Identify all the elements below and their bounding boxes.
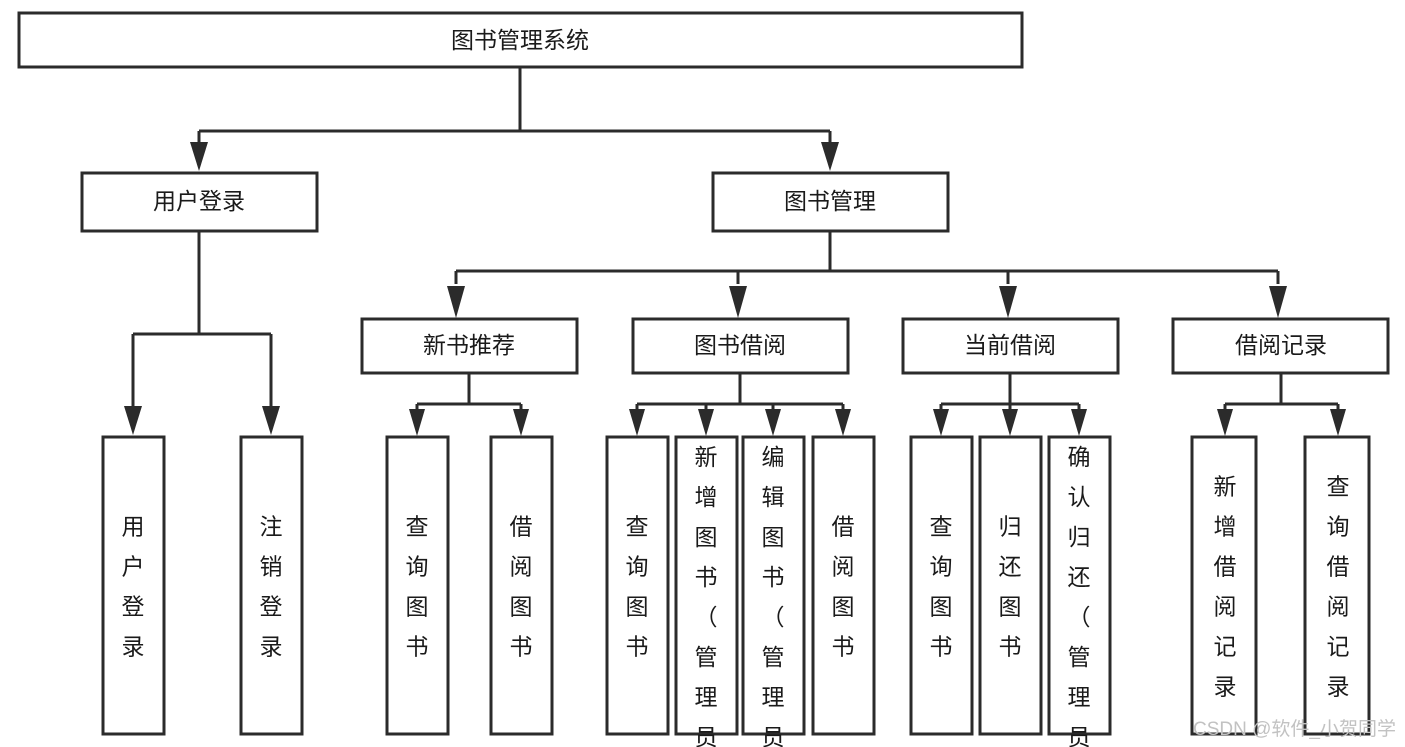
node-new-book-rec-box[interactable] xyxy=(360,317,579,375)
leaf-borrow-book-2-label: 借阅图书 xyxy=(832,513,855,659)
leaf-borrow-book-1-box[interactable] xyxy=(489,435,554,736)
node-root-box[interactable] xyxy=(17,11,1024,69)
leaf-borrow-book-1-label: 借阅图书 xyxy=(510,513,533,659)
leaf-add-book[interactable]: 新增图书（管理员） xyxy=(674,435,739,747)
leaf-edit-book[interactable]: 编辑图书（管理员） xyxy=(741,435,806,747)
arrowhead-leaf-borrow-book-2 xyxy=(835,409,851,436)
connectors-layer xyxy=(124,68,1346,436)
node-user-login[interactable]: 用户登录 xyxy=(80,171,319,233)
arrowhead-leaf-query-book-1 xyxy=(409,409,425,436)
leaf-query-book-3[interactable]: 查询图书 xyxy=(909,435,974,736)
leaf-add-record-box[interactable] xyxy=(1190,435,1258,736)
arrowhead-leaf-return-book xyxy=(1002,409,1018,436)
leaf-query-book-1[interactable]: 查询图书 xyxy=(385,435,450,736)
csdn-watermark: CSDN @软件_小贺同学 xyxy=(1193,718,1396,740)
node-current-borrow-box[interactable] xyxy=(901,317,1120,375)
leaf-add-record[interactable]: 新增借阅记录 xyxy=(1190,435,1258,736)
leaf-confirm-return[interactable]: 确认归还（管理员） xyxy=(1047,435,1112,747)
leaf-query-book-3-label: 查询图书 xyxy=(930,513,953,659)
leaf-return-book-label: 归还图书 xyxy=(999,513,1022,659)
leaf-query-record-box[interactable] xyxy=(1303,435,1371,736)
leaf-query-book-2[interactable]: 查询图书 xyxy=(605,435,670,736)
leaf-return-book-box[interactable] xyxy=(978,435,1043,736)
leaf-confirm-return-label: 确认归还（管理员） xyxy=(1068,444,1091,747)
node-root[interactable]: 图书管理系统 xyxy=(17,11,1024,69)
leaf-add-book-label: 新增图书（管理员） xyxy=(695,444,718,747)
arrowhead-leaf-add-record xyxy=(1217,409,1233,436)
arrowhead-leaf-add-book xyxy=(698,409,714,436)
node-new-book-rec[interactable]: 新书推荐 xyxy=(360,317,579,375)
arrowhead-leaf-user-logout xyxy=(262,406,280,435)
leaf-query-record[interactable]: 查询借阅记录 xyxy=(1303,435,1371,736)
node-user-login-label: 用户登录 xyxy=(153,188,245,214)
leaf-query-book-2-box[interactable] xyxy=(605,435,670,736)
arrowhead-leaf-user-login xyxy=(124,406,142,435)
leaf-edit-book-box[interactable] xyxy=(741,435,806,736)
leaf-query-book-3-box[interactable] xyxy=(909,435,974,736)
arrowhead-leaf-borrow-book-1 xyxy=(513,409,529,436)
leaf-query-book-1-label: 查询图书 xyxy=(406,513,429,659)
leaf-confirm-return-box[interactable] xyxy=(1047,435,1112,736)
leaf-user-logout[interactable]: 注销登录 xyxy=(239,435,304,736)
arrowhead-leaf-query-book-2 xyxy=(629,409,645,436)
leaf-user-login-box[interactable] xyxy=(101,435,166,736)
node-root-label: 图书管理系统 xyxy=(451,27,589,53)
leaf-query-record-label: 查询借阅记录 xyxy=(1327,473,1350,699)
arrowhead-book-borrow xyxy=(729,286,747,318)
leaf-user-login-label: 用户登录 xyxy=(122,513,145,659)
arrowhead-book-manage xyxy=(821,142,839,171)
leaf-add-record-label: 新增借阅记录 xyxy=(1214,473,1237,699)
arrowhead-new-book-rec xyxy=(447,286,465,318)
node-current-borrow-label: 当前借阅 xyxy=(964,332,1056,358)
arrowhead-user-login xyxy=(190,142,208,171)
leaf-edit-book-label: 编辑图书（管理员） xyxy=(762,444,785,747)
leaf-add-book-box[interactable] xyxy=(674,435,739,736)
node-new-book-rec-label: 新书推荐 xyxy=(423,332,515,358)
arrowhead-borrow-record xyxy=(1269,286,1287,318)
node-book-manage[interactable]: 图书管理 xyxy=(711,171,950,233)
node-current-borrow[interactable]: 当前借阅 xyxy=(901,317,1120,375)
arrowhead-leaf-query-record xyxy=(1330,409,1346,436)
leaf-return-book[interactable]: 归还图书 xyxy=(978,435,1043,736)
node-borrow-record-label: 借阅记录 xyxy=(1235,332,1327,358)
node-book-borrow-box[interactable] xyxy=(631,317,850,375)
leaf-user-login[interactable]: 用户登录 xyxy=(101,435,166,736)
leaf-borrow-book-2-box[interactable] xyxy=(811,435,876,736)
arrowhead-leaf-confirm-return xyxy=(1071,409,1087,436)
node-borrow-record[interactable]: 借阅记录 xyxy=(1171,317,1390,375)
leaf-borrow-book-1[interactable]: 借阅图书 xyxy=(489,435,554,736)
node-borrow-record-box[interactable] xyxy=(1171,317,1390,375)
arrowhead-leaf-query-book-3 xyxy=(933,409,949,436)
leaf-user-logout-box[interactable] xyxy=(239,435,304,736)
node-book-borrow[interactable]: 图书借阅 xyxy=(631,317,850,375)
leaf-borrow-book-2[interactable]: 借阅图书 xyxy=(811,435,876,736)
node-book-manage-box[interactable] xyxy=(711,171,950,233)
node-user-login-box[interactable] xyxy=(80,171,319,233)
node-book-manage-label: 图书管理 xyxy=(784,188,876,214)
leaf-user-logout-label: 注销登录 xyxy=(260,513,283,659)
leaf-query-book-2-label: 查询图书 xyxy=(626,513,649,659)
arrowhead-current-borrow xyxy=(999,286,1017,318)
arrowhead-leaf-edit-book xyxy=(765,409,781,436)
node-book-borrow-label: 图书借阅 xyxy=(694,332,786,358)
leaf-query-book-1-box[interactable] xyxy=(385,435,450,736)
